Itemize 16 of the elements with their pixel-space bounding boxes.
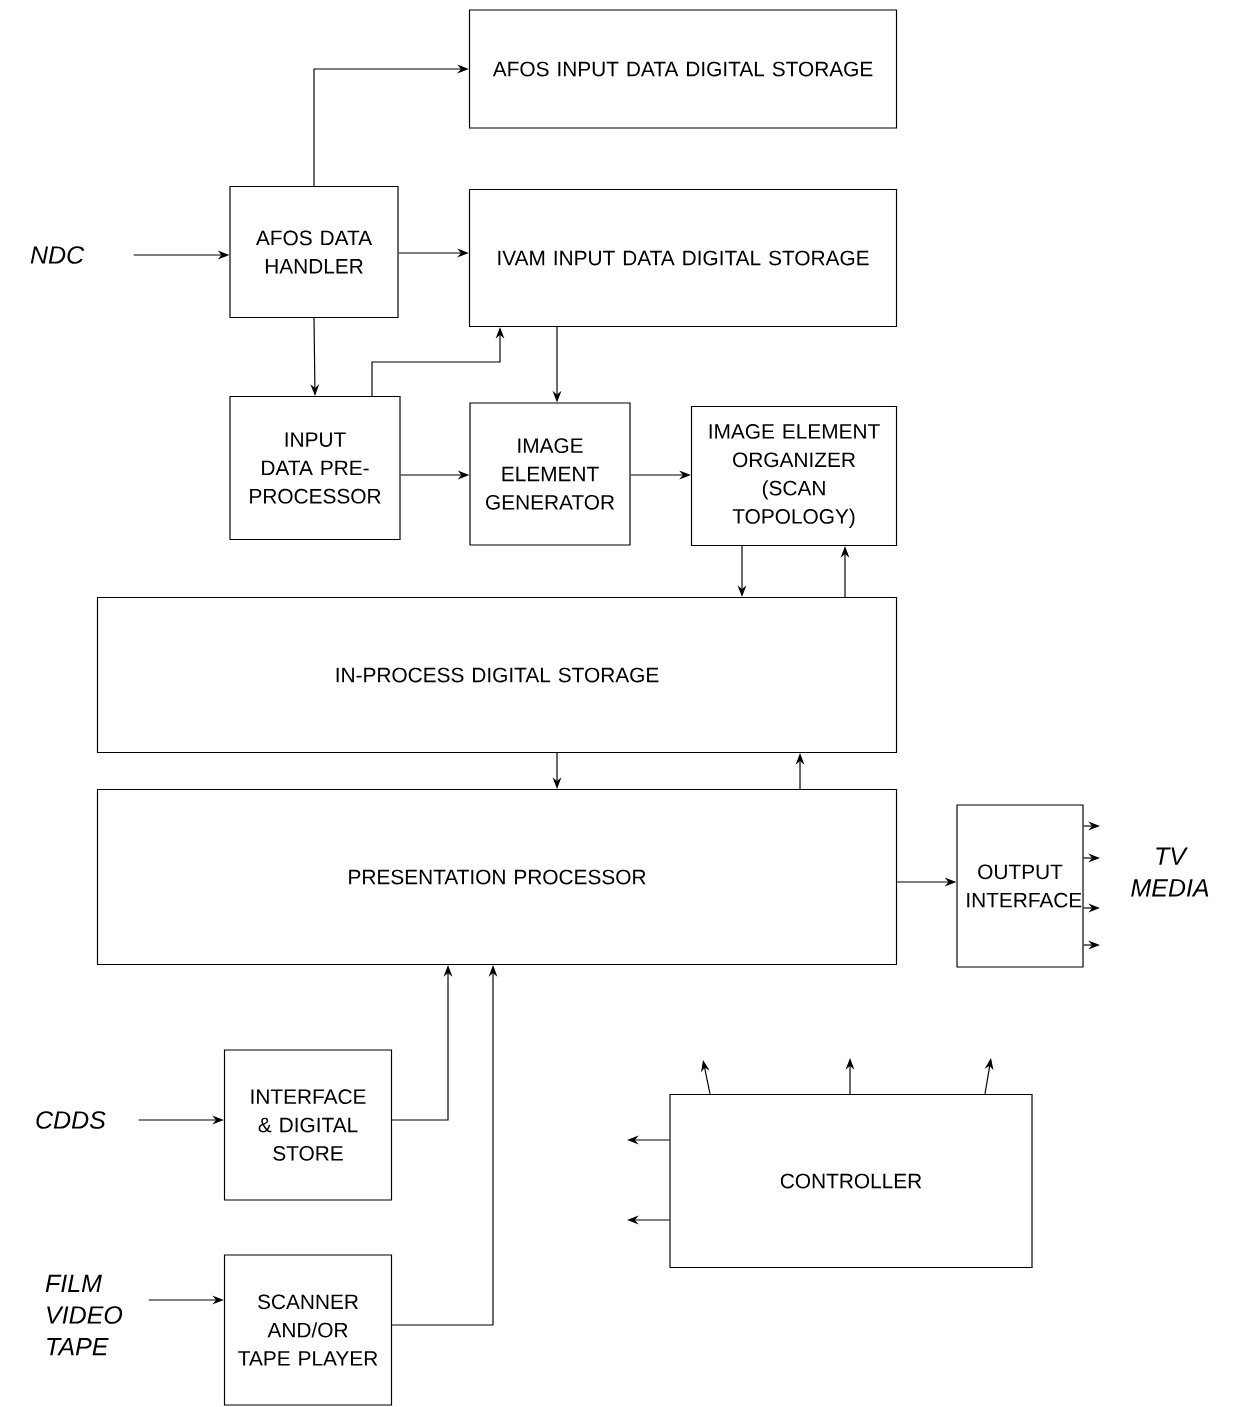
process-box: CONTROLLER: [669, 1093, 1033, 1269]
input-label: NDC: [30, 246, 85, 264]
process-box: SCANNER AND/OR TAPE PLAYER: [223, 1254, 393, 1406]
process-box: AFOS INPUT DATA DIGITAL STORAGE: [468, 9, 898, 129]
output-label: TV MEDIA: [1131, 847, 1209, 897]
process-box: INPUT DATA PRE-PROCESSOR: [229, 395, 401, 541]
input-label: CDDS: [36, 1111, 106, 1129]
process-box: IMAGE ELEMENT GENERATOR: [469, 402, 631, 546]
process-box: IVAM INPUT DATA DIGITAL STORAGE: [468, 188, 898, 328]
process-box: OUTPUT INTERFACE: [956, 804, 1084, 968]
process-box: AFOS DATA HANDLER: [229, 185, 399, 319]
process-box: INTERFACE & DIGITAL STORE: [223, 1049, 393, 1201]
process-box: IMAGE ELEMENT ORGANIZER (SCAN TOPOLOGY): [690, 405, 898, 547]
process-box: PRESENTATION PROCESSOR: [96, 788, 898, 966]
process-box: IN-PROCESS DIGITAL STORAGE: [96, 596, 898, 754]
input-label: FILM VIDEO TAPE: [45, 1274, 123, 1356]
